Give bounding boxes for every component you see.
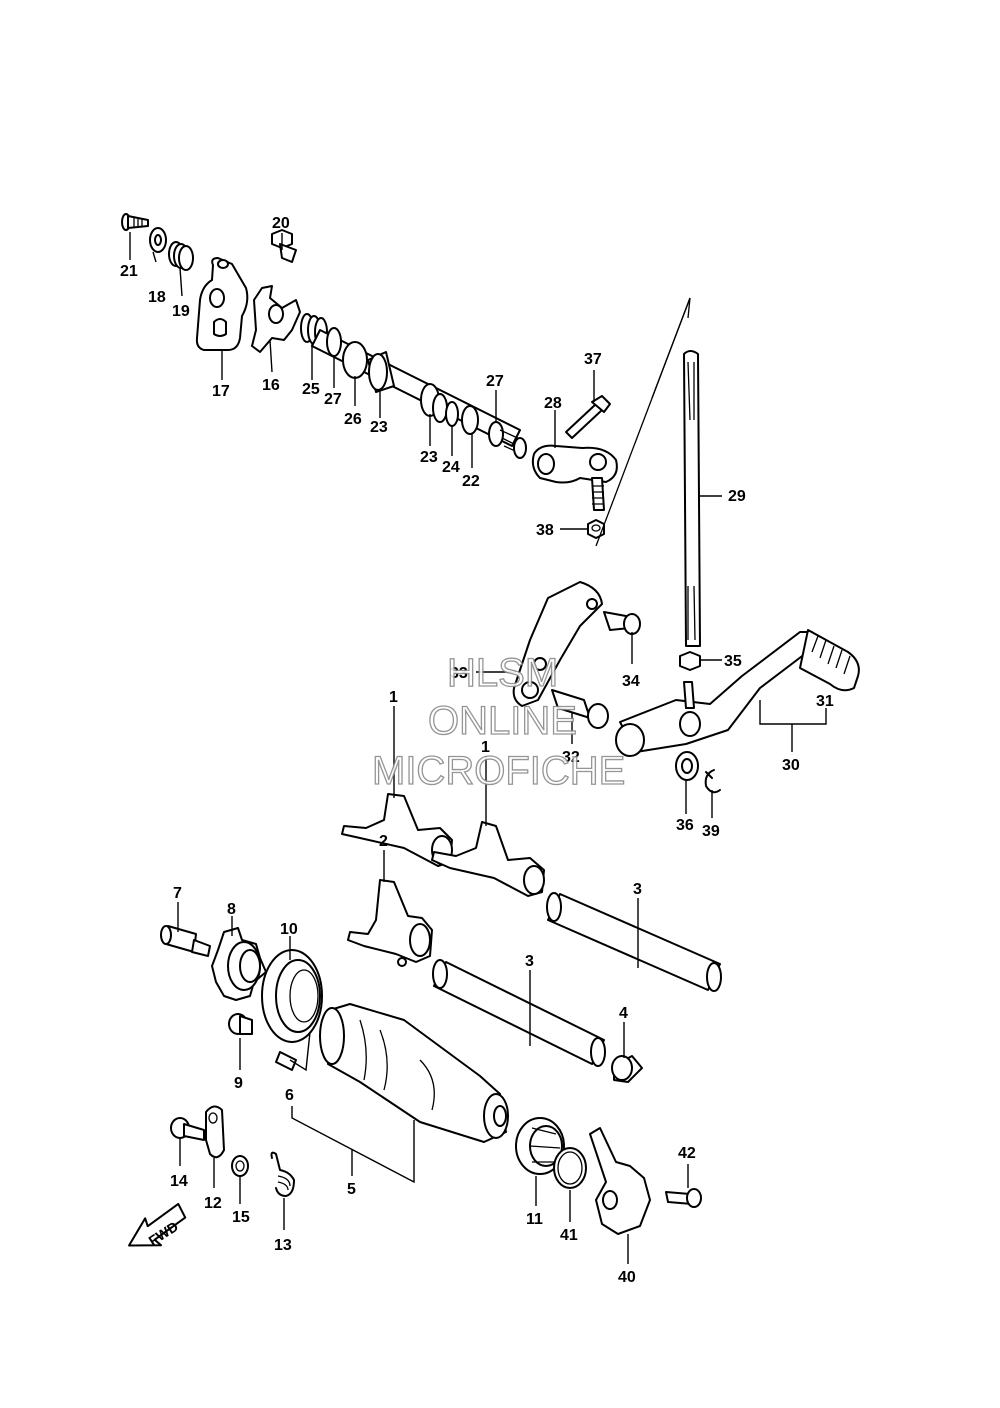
part-37-bolt bbox=[565, 395, 611, 439]
part-21-screw bbox=[121, 213, 149, 231]
callout-26: 26 bbox=[344, 411, 362, 428]
callout-27a: 27 bbox=[324, 391, 342, 408]
callout-17: 17 bbox=[212, 383, 230, 400]
callout-12: 12 bbox=[204, 1195, 222, 1212]
callout-6: 6 bbox=[285, 1087, 294, 1104]
callout-5: 5 bbox=[347, 1181, 356, 1198]
part-3-fork-shaft-b bbox=[432, 959, 606, 1067]
callout-7: 7 bbox=[173, 885, 182, 902]
callout-35: 35 bbox=[724, 653, 742, 670]
callout-24: 24 bbox=[442, 459, 460, 476]
part-28-lever bbox=[531, 444, 618, 511]
part-35-nut bbox=[679, 651, 701, 671]
callout-41: 41 bbox=[560, 1227, 578, 1244]
callout-28: 28 bbox=[544, 395, 562, 412]
callout-21: 21 bbox=[120, 263, 138, 280]
part-12-stopper bbox=[205, 1105, 225, 1159]
watermark: HLSM ONLINE MICROFICHE bbox=[371, 650, 626, 793]
callout-23b: 23 bbox=[420, 449, 438, 466]
callout-16: 16 bbox=[262, 377, 280, 394]
part-30-31-pedal bbox=[615, 629, 860, 757]
callout-30: 30 bbox=[782, 757, 800, 774]
part-7-pin bbox=[160, 925, 211, 957]
part-9-screw bbox=[228, 1013, 253, 1035]
callout-36: 36 bbox=[676, 817, 694, 834]
callout-42: 42 bbox=[678, 1145, 696, 1162]
callout-4: 4 bbox=[619, 1005, 628, 1022]
callout-3b: 3 bbox=[525, 953, 534, 970]
part-13-spring bbox=[270, 1151, 295, 1197]
part-1-shift-fork-b bbox=[431, 821, 545, 897]
watermark-line-3: MICROFICHE bbox=[372, 749, 625, 793]
callout-25: 25 bbox=[302, 381, 320, 398]
callout-13: 13 bbox=[274, 1237, 292, 1254]
part-16-shift-cam-arm bbox=[251, 285, 301, 353]
callout-19: 19 bbox=[172, 303, 190, 320]
callout-31: 31 bbox=[816, 693, 834, 710]
part-3-fork-shaft-a bbox=[546, 892, 722, 992]
part-2-shift-fork bbox=[347, 879, 433, 967]
callout-2: 2 bbox=[379, 833, 388, 850]
callout-39: 39 bbox=[702, 823, 720, 840]
callout-40: 40 bbox=[618, 1269, 636, 1286]
callout-18: 18 bbox=[148, 289, 166, 306]
callout-8: 8 bbox=[227, 901, 236, 918]
part-10-bearing bbox=[261, 949, 323, 1043]
callout-1a: 1 bbox=[389, 689, 398, 706]
part-4-cap bbox=[611, 1055, 643, 1083]
part-33-lever bbox=[512, 581, 603, 707]
part-20-bolt bbox=[271, 229, 297, 263]
part-14-bolt bbox=[170, 1117, 205, 1141]
part-40-housing bbox=[589, 1127, 651, 1235]
part-8-drum-cam bbox=[211, 927, 267, 1001]
callout-15: 15 bbox=[232, 1209, 250, 1226]
watermark-line-1: HLSM bbox=[447, 651, 558, 695]
callout-32: 32 bbox=[562, 749, 580, 766]
callout-1b: 1 bbox=[481, 739, 490, 756]
callout-29: 29 bbox=[728, 488, 746, 505]
callout-14: 14 bbox=[170, 1173, 188, 1190]
part-36-washer bbox=[675, 751, 699, 781]
callout-22: 22 bbox=[462, 473, 480, 490]
guide-lines bbox=[595, 297, 691, 547]
part-38-nut bbox=[587, 519, 605, 539]
part-17-stopper-plate bbox=[195, 257, 249, 351]
callout-33: 33 bbox=[450, 665, 468, 682]
callout-23a: 23 bbox=[370, 419, 388, 436]
gearshift-shaft bbox=[311, 327, 527, 459]
callout-27b: 27 bbox=[486, 373, 504, 390]
part-19-spring bbox=[168, 241, 194, 271]
callout-34: 34 bbox=[622, 673, 640, 690]
part-34-bolt bbox=[603, 611, 641, 635]
callout-9: 9 bbox=[234, 1075, 243, 1092]
callout-11: 11 bbox=[526, 1211, 543, 1228]
part-39-circlip bbox=[704, 769, 721, 794]
leader-lines bbox=[129, 232, 827, 1264]
part-41-o-ring bbox=[553, 1147, 587, 1189]
callout-37: 37 bbox=[584, 351, 602, 368]
fwd-arrow-icon: FWD bbox=[128, 1202, 187, 1249]
part-18-washer bbox=[149, 227, 167, 253]
part-11-bearing bbox=[515, 1117, 565, 1175]
callout-20: 20 bbox=[272, 215, 290, 232]
part-6-pin bbox=[275, 1051, 297, 1071]
part-5-shift-drum bbox=[319, 1003, 509, 1143]
part-15-collar bbox=[231, 1155, 249, 1177]
callout-38: 38 bbox=[536, 522, 554, 539]
callouts: 21 18 19 20 17 16 25 27 26 23 27 23 24 2… bbox=[120, 215, 834, 1286]
part-42-bolt bbox=[665, 1188, 702, 1208]
callout-10: 10 bbox=[280, 921, 298, 938]
part-32-bolt bbox=[551, 689, 609, 729]
callout-3a: 3 bbox=[633, 881, 642, 898]
watermark-line-2: ONLINE bbox=[428, 699, 577, 743]
part-29-shift-rod bbox=[683, 350, 701, 647]
